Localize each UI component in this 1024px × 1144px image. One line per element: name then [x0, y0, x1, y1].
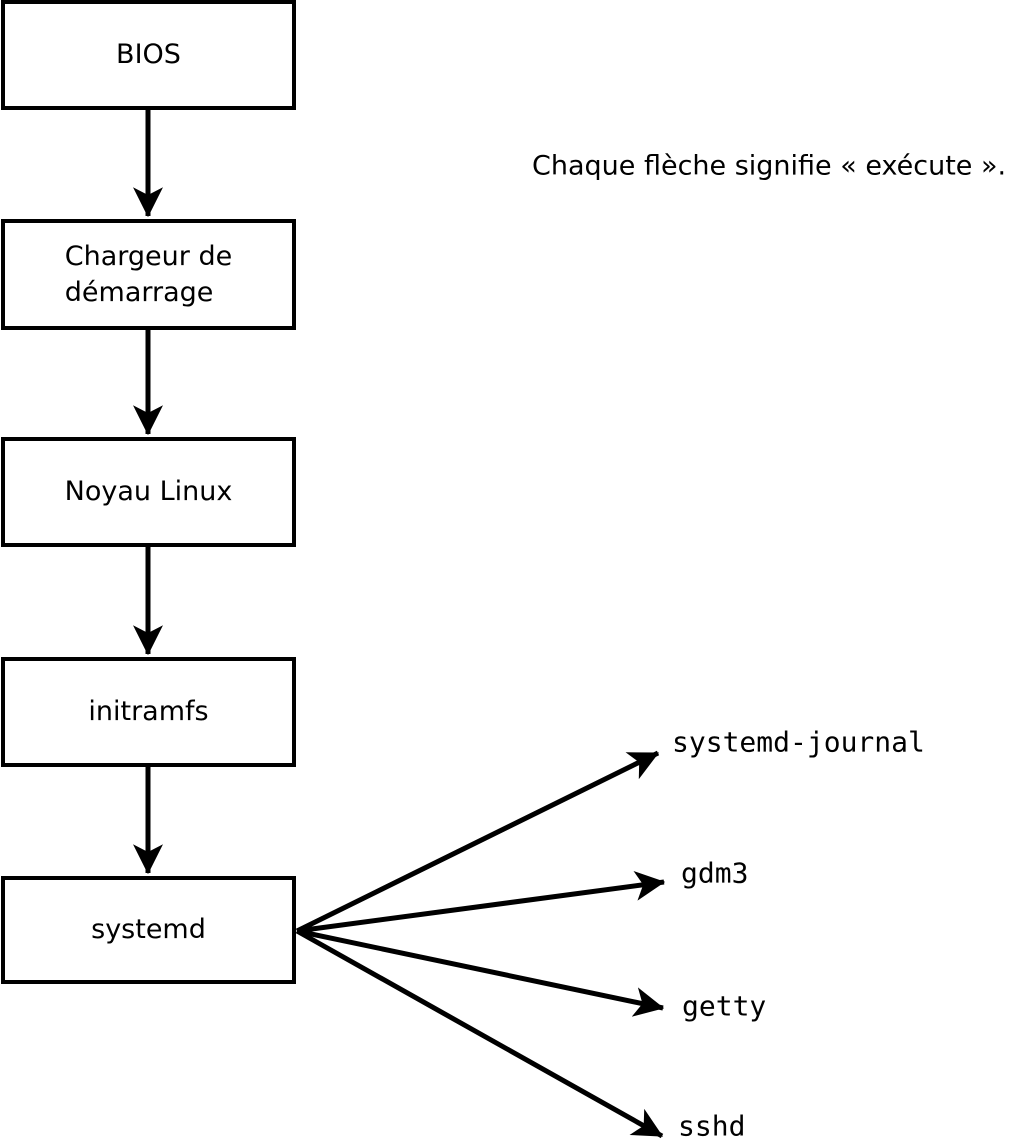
- node-linux-kernel-label: Noyau Linux: [64, 476, 233, 507]
- node-bios-label: BIOS: [116, 39, 181, 70]
- arrow-meaning-caption: Chaque flèche signifie « exécute ».: [532, 150, 1007, 182]
- arrow-systemd-to-gdm3: [296, 870, 666, 934]
- node-linux-kernel: Noyau Linux: [1, 437, 296, 547]
- process-label-getty: getty: [682, 989, 767, 1023]
- node-systemd-label: systemd: [91, 914, 206, 945]
- node-systemd: systemd: [1, 876, 296, 984]
- process-label-systemd-journal: systemd-journal: [672, 725, 925, 759]
- node-bootloader: Chargeur de démarrage: [1, 219, 296, 330]
- process-label-sshd: sshd: [678, 1109, 746, 1143]
- arrow-systemd-to-systemd-journal: [295, 750, 660, 934]
- node-initramfs: initramfs: [1, 657, 296, 767]
- node-bios: BIOS: [1, 0, 296, 110]
- node-initramfs-label: initramfs: [88, 696, 209, 727]
- arrow-systemd-to-getty: [296, 928, 665, 1017]
- arrow-systemd-to-sshd: [295, 928, 664, 1139]
- process-label-gdm3: gdm3: [681, 856, 749, 890]
- node-bootloader-label: Chargeur de démarrage: [64, 240, 233, 308]
